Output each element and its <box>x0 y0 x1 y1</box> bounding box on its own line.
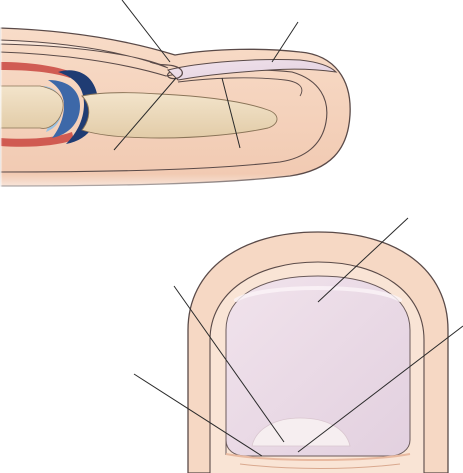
dorsal-view <box>134 218 463 473</box>
sagittal-section-view <box>0 0 360 195</box>
